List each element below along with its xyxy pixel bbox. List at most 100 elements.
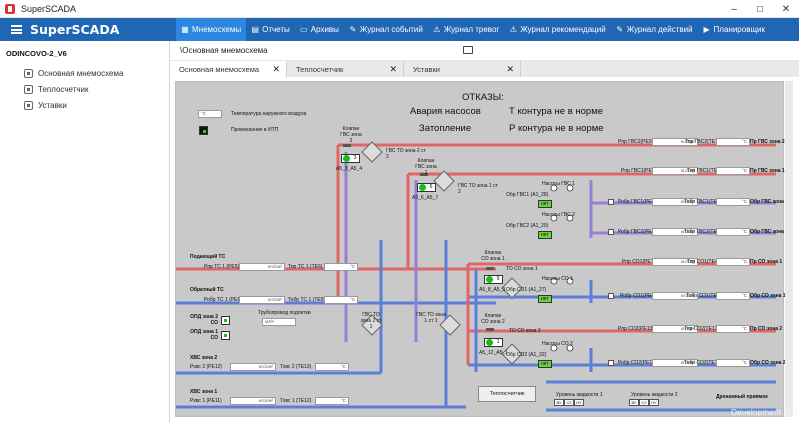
window-titlebar: SuperSCADA – □ ✕ (0, 0, 799, 18)
nav-label: Отчеты (262, 25, 290, 34)
rpr-gvs2-label: Рпр ГВС2(РЕ9) (618, 139, 654, 145)
tab-heatmeter[interactable]: Теплосчетчик ✕ (287, 61, 404, 77)
level2-label: Уровень жидкости 2 (631, 392, 678, 398)
rpod-ts1-label: Рпр ТС 1 (РЕ5) (204, 264, 240, 270)
window-title: SuperSCADA (21, 3, 77, 14)
valve-co1-id: А5_8_А5_9 (479, 287, 506, 293)
rpr-co2-value: кгс/см² (652, 325, 698, 333)
pumps-co1-label: Насосы СО 1 (542, 276, 573, 282)
archive-icon: ▭ (299, 25, 308, 34)
obr-gvs-z2-label: Обр ГВС зона 2 (750, 229, 789, 235)
breadcrumb-bar: \Основная мнемосхема (170, 41, 799, 61)
odp-zone1-indicator (221, 331, 230, 340)
tpr-co2-value: °C (716, 325, 750, 333)
nav-5[interactable]: ⚠Журнал рекомендаций (504, 18, 610, 41)
level-cell: ВУ (554, 399, 564, 406)
pump-icon (566, 277, 574, 285)
robr-co1-label: Робр СО1(РЕ4) (620, 293, 656, 299)
wrench-icon: ✎ (616, 25, 624, 34)
vertical-scrollbar[interactable] (785, 81, 793, 417)
heat-exchanger-co2 (501, 343, 523, 365)
close-icon[interactable]: ✕ (389, 64, 397, 74)
valve-icon (420, 173, 428, 176)
wrench-icon: ✎ (349, 25, 357, 34)
hvs-zone1-label: ХВС зона 1 (190, 389, 218, 395)
tpr-gvs1-value: °C (716, 167, 750, 175)
main-nav: ▦Мнемосхемы▤Отчеты▭Архивы✎Журнал событий… (176, 18, 770, 41)
maximize-button[interactable]: □ (756, 3, 764, 15)
close-icon[interactable]: ✕ (506, 64, 514, 74)
co1-return-checkbox[interactable] (608, 293, 614, 299)
sidebar-item-main-mnemo[interactable]: Основная мнемосхема (24, 69, 123, 78)
minimize-button[interactable]: – (731, 3, 737, 15)
nav-2[interactable]: ▭Архивы (295, 18, 344, 41)
obr-gvs2-label: Обр ГВС2 (А1_29) (506, 223, 549, 229)
gvs-to-zone1-st2-label: ГВС ТО зона 1 ст 2 (458, 183, 498, 195)
robr-co2-label: Робр СО2(РЕ14) (618, 360, 657, 366)
close-icon[interactable]: ✕ (272, 64, 280, 74)
valve-co2-label: Клапан СО зона 2 (481, 313, 505, 325)
obr-ts-label: Обратный ТС (190, 287, 224, 293)
heatmeter-button[interactable]: Теплосчетчик (478, 386, 536, 402)
pump-icon (550, 344, 558, 352)
tab-setpoints[interactable]: Уставки ✕ (404, 61, 521, 77)
gvs-to-zone1-st1-label: ГВС ТО зона 1 ст 1 (416, 312, 446, 324)
level-cell: ВУ (629, 399, 639, 406)
sidebar-item-heatmeter[interactable]: Теплосчетчик (24, 85, 89, 94)
nav-0[interactable]: ▦Мнемосхемы (176, 18, 247, 41)
gvs2-return-checkbox[interactable] (608, 229, 614, 235)
tpr-co1-value: °C (716, 258, 750, 266)
tab-label: Основная мнемосхема (179, 64, 260, 74)
tab-main-mnemo[interactable]: Основная мнемосхема ✕ (170, 61, 287, 77)
flood-switch (199, 126, 208, 135)
nav-3[interactable]: ✎Журнал событий (344, 18, 428, 41)
valve-gvs2-label: Клапан ГВС зона 2 (340, 126, 362, 144)
tobr-gvs1-label: Тобр ГВС1(ТЕ9) (684, 199, 722, 205)
odp-zone2-label: ОПД зона 2 СО (190, 314, 218, 326)
pumps-gvs1-label: Насосы ГВС 1 (542, 181, 575, 187)
tpod-ts1-label: Тпр ТС 1 (ТЕ6) (288, 264, 323, 270)
valve-gvs1-state: 6 (417, 183, 436, 192)
rvs1-value: кгс/см² (230, 397, 276, 405)
pump-gvs1-status: нет (538, 200, 552, 208)
warning-icon: ⚠ (509, 25, 517, 34)
mnemo-icon (24, 101, 33, 110)
tab-strip: Основная мнемосхема ✕ Теплосчетчик ✕ Уст… (170, 61, 799, 77)
tpod-ts1-value: °C (324, 263, 358, 271)
rvs1-label: Рхвс 1 (РЕ11) (190, 398, 222, 404)
pump-icon (566, 184, 574, 192)
rpod-ts1-value: кгс/см² (239, 263, 285, 271)
rpr-co1-label: Рпр СО1(РЕ1) (622, 259, 656, 265)
pumps-gvs2-label: Насосы ГВС 2 (542, 212, 575, 218)
tvs1-label: Тхвс 1 (ТЕ12) (280, 398, 312, 404)
pump-icon (550, 214, 558, 222)
tpr-gvs1-label: Тпр ГВС1(ТЕ8) (687, 168, 722, 174)
robr-co1-value: кгс/см² (652, 292, 698, 300)
tpr-gvs2-value: °C (716, 138, 750, 146)
heat-exchanger-gvs1-st2 (433, 170, 455, 192)
sidebar-item-setpoints[interactable]: Уставки (24, 101, 67, 110)
valve-icon (486, 267, 494, 270)
gvs1-return-checkbox[interactable] (608, 199, 614, 205)
mnemo-icon (24, 69, 33, 78)
nav-6[interactable]: ✎Журнал действий (611, 18, 698, 41)
tpr-co2-label: Тпр СО2(ТЕ13) (684, 326, 720, 332)
valve-icon (343, 144, 351, 147)
nav-7[interactable]: ▶Планировщик (698, 18, 770, 41)
menu-icon[interactable] (11, 25, 22, 34)
robr-gvs2-value: кгс/см² (652, 228, 698, 236)
report-icon: ▤ (251, 25, 259, 34)
close-button[interactable]: ✕ (781, 3, 791, 15)
grid-icon: ▦ (181, 25, 189, 34)
nav-1[interactable]: ▤Отчеты (246, 18, 295, 41)
gvs-to-zone2-st1-label: ГВС ТО зона 2 ст 1 (360, 312, 382, 330)
fullscreen-icon[interactable] (463, 46, 473, 54)
heat-exchanger-gvs1-st1 (439, 314, 461, 336)
failures-title: ОТКАЗЫ: (462, 92, 504, 103)
level-cell: НУ (574, 399, 584, 406)
nav-4[interactable]: ⚠Журнал тревог (428, 18, 505, 41)
tab-label: Уставки (413, 64, 440, 74)
pr-co2-label: Пр СО зона 2 (750, 326, 783, 332)
pr-gvs2-label: Пр ГВС зона 2 (750, 139, 785, 145)
co2-return-checkbox[interactable] (608, 360, 614, 366)
